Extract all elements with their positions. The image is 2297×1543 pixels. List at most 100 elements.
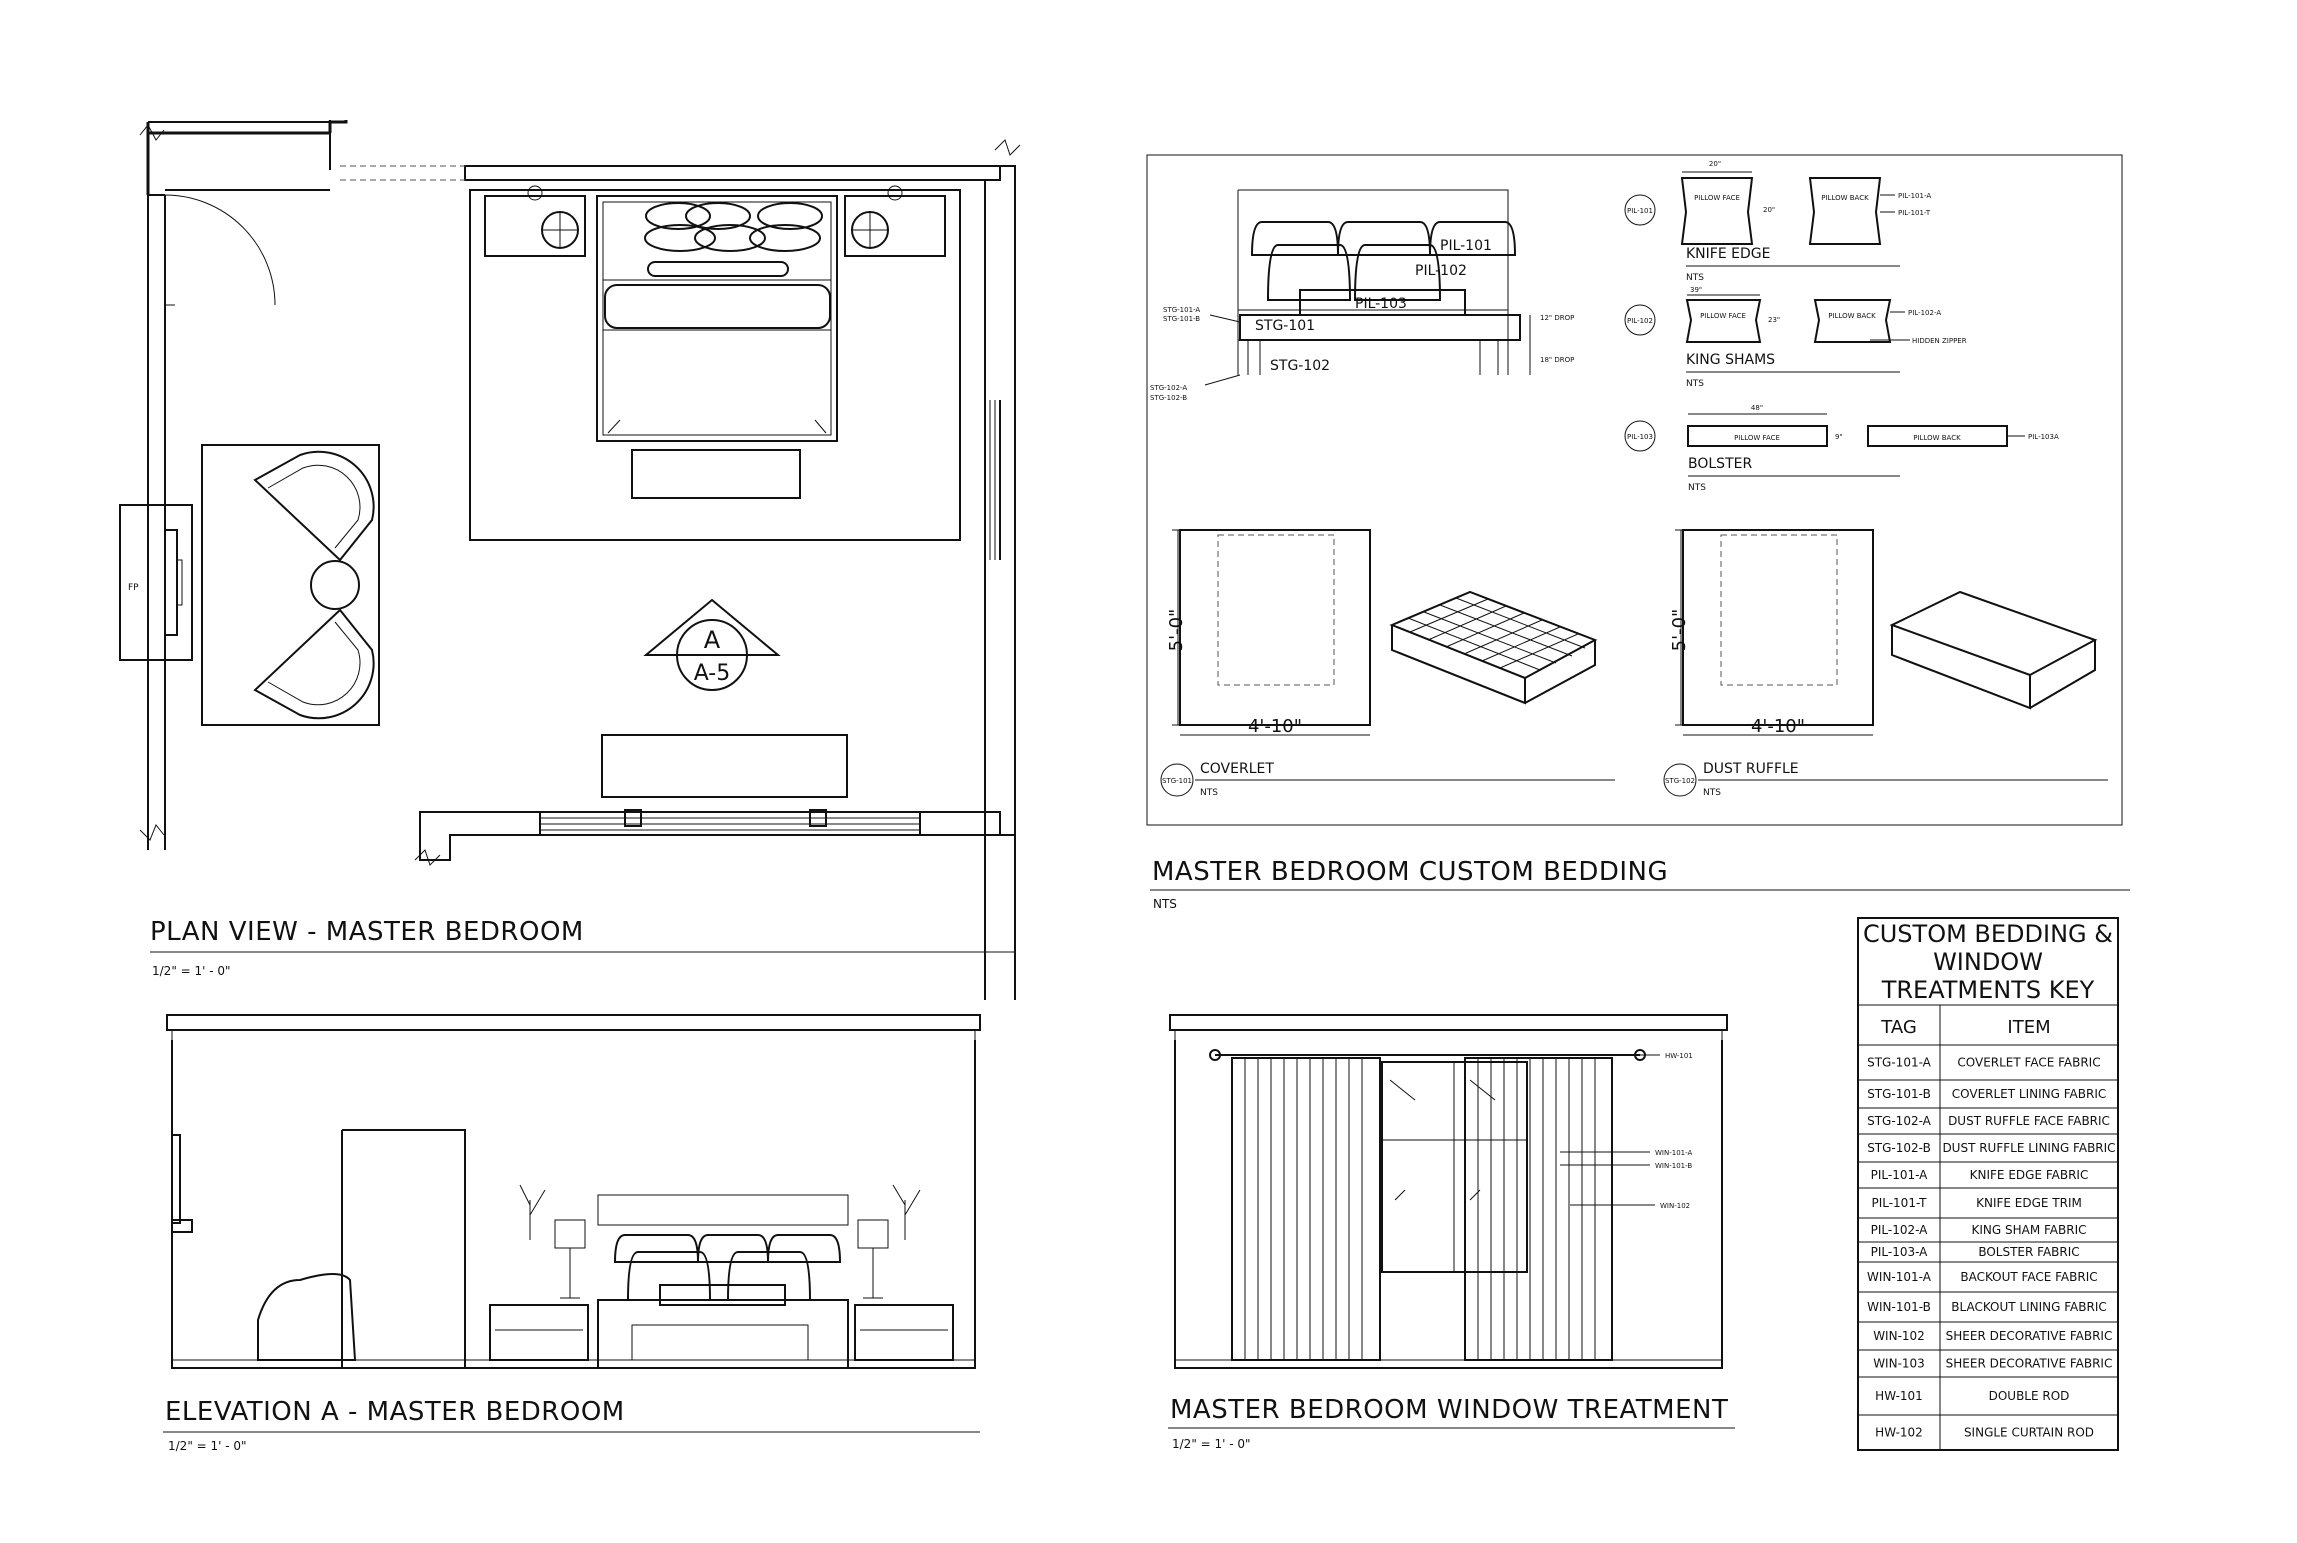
coverlet-3d [1389,590,1598,705]
knife-edge-ref-a: PIL-101-A [1898,192,1931,200]
elevation-title: ELEVATION A - MASTER BEDROOM [165,1397,625,1427]
coverlet-height: 5'-0" [1166,609,1187,652]
key-cell-item: COVERLET LINING FABRIC [1952,1087,2106,1101]
coverlet-name: COVERLET [1200,761,1274,777]
nightstand-right [844,185,946,257]
key-cell-item: SHEER DECORATIVE FABRIC [1946,1329,2113,1343]
nightstand-left [484,185,586,257]
hw101-callout: HW-101 [1665,1052,1693,1060]
bolster-nts: NTS [1688,483,1706,493]
key-cell-item: COVERLET FACE FABRIC [1957,1056,2100,1070]
stg102-callout: STG-102 [1270,358,1330,374]
dust-ruffle-width: 4'-10" [1751,716,1805,737]
coverlet-nts: NTS [1200,788,1218,798]
win101a-callout: WIN-101-A [1655,1149,1692,1157]
coverlet-width: 4'-10" [1248,716,1302,737]
key-cell-item: BACKOUT FACE FABRIC [1960,1270,2097,1284]
key-row: PIL-101-T KNIFE EDGE TRIM [1858,1196,2118,1219]
knife-edge-width: 20" [1709,160,1721,168]
win102-callout: WIN-102 [1660,1202,1690,1210]
knife-edge-face: PILLOW FACE [1694,194,1740,202]
stg102b-ref: STG-102-B [1150,394,1187,402]
window-treatment: HW-101 WIN-101-A WIN-101-B WIN-102 MASTE… [1168,1014,1735,1451]
side-table [310,560,360,610]
king-shams-height: 23" [1768,316,1780,324]
elevation-a: ELEVATION A - MASTER BEDROOM 1/2" = 1' -… [163,1014,981,1453]
bolster-face: PILLOW FACE [1734,434,1780,442]
dust-ruffle-3d [1889,590,2098,710]
key-cell-item: SHEER DECORATIVE FABRIC [1946,1357,2113,1371]
key-cell-tag: STG-102-A [1867,1114,1932,1128]
marker-sheet: A-5 [694,661,731,686]
elev-chair [257,1273,357,1361]
drop-18: 18" DROP [1540,356,1574,364]
stg101b-ref: STG-101-B [1163,315,1200,323]
key-col-item: ITEM [2007,1017,2050,1038]
elev-headboard-panel [597,1194,849,1226]
king-shams-back: PILLOW BACK [1828,312,1876,320]
seating-rug [201,444,380,726]
key-row: WIN-101-B BLACKOUT LINING FABRIC [1858,1300,2118,1323]
key-col-tag: TAG [1880,1017,1917,1038]
bolster-width: 48" [1751,404,1763,412]
key-cell-item: BOLSTER FABRIC [1978,1245,2079,1259]
knife-edge-height: 20" [1763,206,1775,214]
elevation-marker: A A-5 [643,598,781,691]
dust-ruffle-name: DUST RUFFLE [1703,761,1799,777]
key-cell-tag: WIN-101-A [1867,1270,1932,1284]
bedding-nts: NTS [1153,897,1177,911]
bolster-detail: PIL-103 48" PILLOW FACE 9" PILLOW BACK P… [1624,404,2059,493]
key-cell-tag: PIL-101-A [1871,1168,1929,1182]
plan-walls [139,120,1021,1000]
pil101-callout: PIL-101 [1440,238,1492,254]
key-row: STG-102-A DUST RUFFLE FACE FABRIC [1858,1114,2118,1135]
bolster-ref-a: PIL-103A [2028,433,2059,441]
key-cell-tag: HW-101 [1875,1389,1923,1403]
plan-scale: 1/2" = 1' - 0" [152,964,231,978]
key-cell-item: KNIFE EDGE TRIM [1976,1196,2082,1210]
knife-edge-nts: NTS [1686,273,1704,283]
bedding-border [1146,154,2123,826]
king-shams-tag: PIL-102 [1627,317,1653,325]
key-title-2: WINDOW [1933,948,2043,976]
lounge-chair-top [253,450,375,562]
elev-mantel [172,1219,193,1233]
key-cell-item: DUST RUFFLE FACE FABRIC [1948,1114,2110,1128]
key-cell-tag: HW-102 [1875,1426,1923,1440]
king-shams-name: KING SHAMS [1686,352,1775,368]
key-cell-tag: STG-102-B [1867,1141,1931,1155]
plan-title: PLAN VIEW - MASTER BEDROOM [150,917,584,947]
key-cell-tag: STG-101-B [1867,1087,1931,1101]
bolster-tag: PIL-103 [1627,433,1653,441]
dresser [601,734,848,798]
bolster-back: PILLOW BACK [1913,434,1961,442]
bed-plan [596,195,838,442]
key-cell-item: KNIFE EDGE FABRIC [1970,1168,2089,1182]
lounge-chair-bottom [253,608,375,720]
dust-ruffle-nts: NTS [1703,788,1721,798]
key-row: PIL-101-A KNIFE EDGE FABRIC [1858,1168,2118,1189]
key-cell-tag: PIL-101-T [1871,1196,1927,1210]
key-row: STG-101-B COVERLET LINING FABRIC [1858,1087,2118,1109]
pil102-callout: PIL-102 [1415,263,1467,279]
window-title: MASTER BEDROOM WINDOW TREATMENT [1170,1395,1728,1425]
elev-tv [171,1134,181,1224]
bolster-name: BOLSTER [1688,456,1752,472]
key-table: CUSTOM BEDDING & WINDOW TREATMENTS KEY T… [1857,917,2119,1451]
bolster-height: 9" [1835,433,1843,441]
key-row: WIN-101-A BACKOUT FACE FABRIC [1858,1270,2118,1293]
elev-door [341,1129,466,1368]
key-cell-item: BLACKOUT LINING FABRIC [1951,1300,2106,1314]
area-rug [469,189,961,541]
curtain-right [1464,1057,1613,1361]
key-cell-tag: WIN-101-B [1867,1300,1931,1314]
coverlet-tag: STG-101 [1162,777,1192,785]
key-cell-tag: PIL-102-A [1871,1223,1929,1237]
bedding-title: MASTER BEDROOM CUSTOM BEDDING [1152,857,1668,887]
